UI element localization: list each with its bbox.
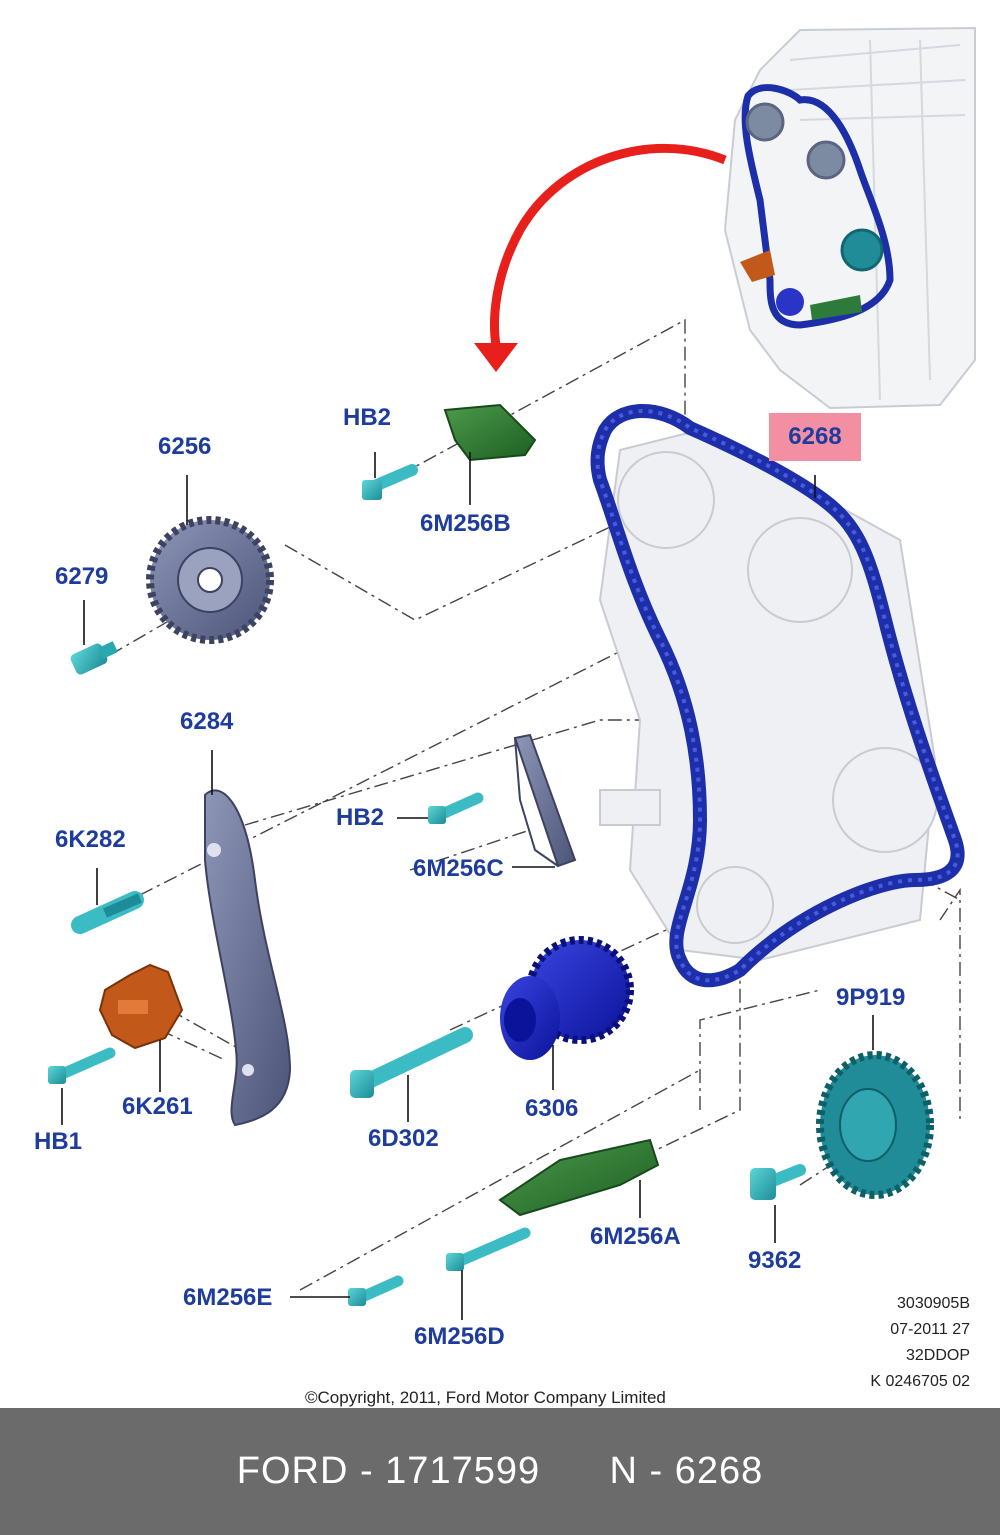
label-6279: 6279 — [55, 563, 109, 590]
guide-bolt-d — [446, 1227, 531, 1271]
label-9362: 9362 — [748, 1247, 802, 1274]
tensioner-bolt — [48, 1047, 116, 1084]
label-6m256d: 6M256D — [414, 1323, 505, 1350]
crankshaft-sprocket — [500, 936, 634, 1060]
chain-tensioner — [98, 963, 184, 1050]
oil-pump-sprocket-bolt — [750, 1164, 806, 1200]
reference-line-3: 32DDOP — [905, 1347, 970, 1364]
label-leader-lines — [61, 452, 874, 1320]
guide-bolt-middle — [428, 792, 484, 824]
footer-spacer — [540, 1450, 609, 1493]
reference-line-2: 07-2011 27 — [890, 1321, 970, 1338]
label-6m256a: 6M256A — [590, 1223, 681, 1250]
engine-inset-illustration — [723, 26, 976, 410]
reference-codes: 3030905B 07-2011 27 32DDOP K 0246705 02 — [870, 1291, 970, 1395]
chain-guide-upper — [443, 403, 537, 462]
label-9p919: 9P919 — [836, 984, 906, 1011]
label-hb1: HB1 — [34, 1128, 83, 1155]
footer-bar: FORD - 1717599 N - 6268 — [0, 1408, 1000, 1535]
crankshaft-bolt — [350, 1027, 473, 1098]
label-hb2-top: HB2 — [343, 404, 392, 431]
label-6306: 6306 — [525, 1095, 579, 1122]
label-6m256b: 6M256B — [420, 510, 511, 537]
guide-bolt-top — [362, 464, 418, 500]
tensioner-pivot-bolt — [71, 891, 144, 934]
label-6k282: 6K282 — [55, 826, 126, 853]
camshaft-sprocket — [146, 516, 274, 644]
label-6d302: 6D302 — [368, 1125, 439, 1152]
copyright-notice: ©Copyright, 2011, Ford Motor Company Lim… — [305, 1388, 666, 1407]
label-6256: 6256 — [158, 433, 212, 460]
sprocket-bolt — [70, 641, 118, 675]
label-6284: 6284 — [180, 708, 234, 735]
footer-part-number: FORD - 1717599 — [236, 1450, 541, 1492]
reference-line-4: K 0246705 02 — [870, 1373, 970, 1390]
label-chain-6268: 6268 — [769, 413, 861, 461]
label-6m256c: 6M256C — [413, 855, 504, 882]
label-hb2-middle: HB2 — [336, 804, 385, 831]
tensioner-arm — [204, 789, 292, 1127]
red-arrow-icon — [474, 144, 727, 372]
label-6m256e: 6M256E — [183, 1284, 273, 1311]
timing-chain — [590, 404, 965, 988]
label-6k261: 6K261 — [122, 1093, 193, 1120]
reference-line-1: 3030905B — [897, 1295, 970, 1312]
chain-guide-lower — [498, 1138, 660, 1217]
timing-chain-exploded-diagram — [48, 26, 976, 1320]
footer-base-number: N - 6268 — [609, 1450, 764, 1492]
chain-guide-middle — [513, 733, 577, 868]
oil-pump-sprocket — [816, 1051, 934, 1199]
guide-bolt-e — [348, 1275, 404, 1306]
